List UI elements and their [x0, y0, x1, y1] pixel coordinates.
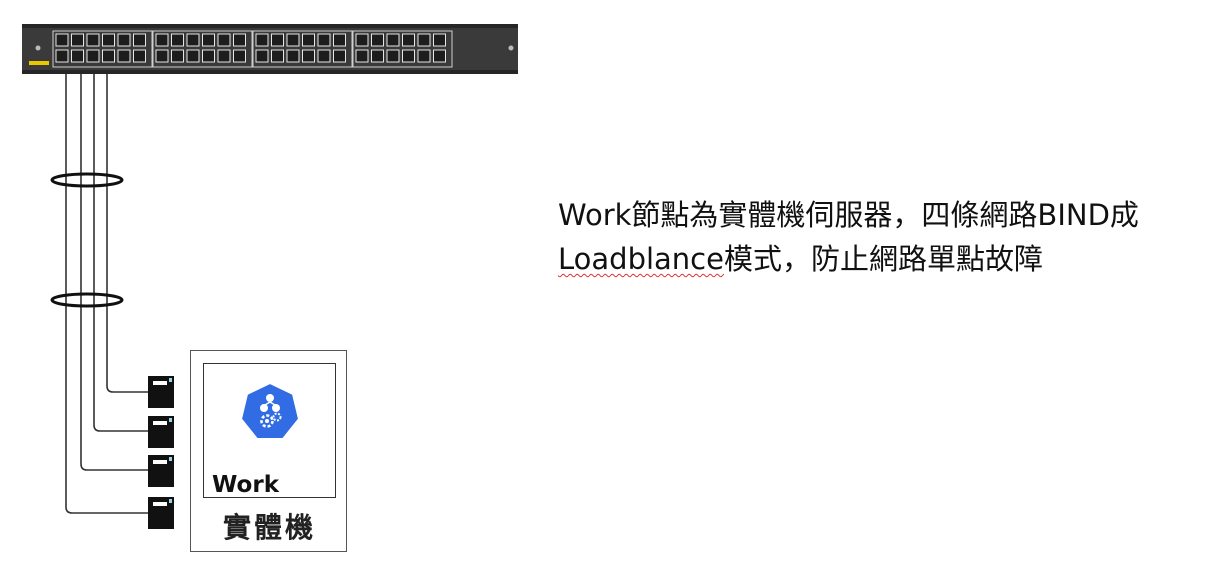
- switch-port: [55, 33, 69, 47]
- switch-port: [317, 33, 331, 47]
- switch-port: [286, 49, 300, 63]
- switch-port: [402, 49, 415, 63]
- switch-port: [171, 49, 184, 63]
- switch-port: [117, 49, 131, 63]
- ethernet-port-icon: [148, 416, 174, 448]
- worker-node-panel: Work: [203, 363, 336, 498]
- switch-port: [202, 49, 215, 63]
- switch-port: [371, 33, 384, 47]
- cable-1: [106, 74, 150, 393]
- ethernet-port-icon: [148, 497, 174, 529]
- ethernet-port-icon: [148, 376, 174, 408]
- node-role-label: Work: [212, 472, 279, 498]
- bond-ring-upper: [50, 172, 124, 188]
- mount-hole-left: [35, 45, 41, 51]
- switch-port: [333, 49, 346, 63]
- link-bond-ring-icon: [50, 172, 124, 308]
- switch-port: [186, 33, 200, 47]
- switch-port: [286, 33, 300, 47]
- switch-port: [233, 33, 246, 47]
- server-type-label: 實體機: [222, 511, 316, 544]
- switch-port: [86, 49, 100, 63]
- switch-port: [155, 49, 169, 63]
- switch-port: [271, 49, 284, 63]
- network-switch-icon: [22, 24, 518, 74]
- switch-port: [386, 33, 400, 47]
- physical-server-box: Work 實體機: [190, 350, 347, 552]
- switch-port: [355, 49, 369, 63]
- switch-port: [86, 33, 100, 47]
- switch-port: [155, 33, 169, 47]
- switch-port: [302, 49, 315, 63]
- cable-3: [80, 74, 150, 471]
- ethernet-port-icon: [148, 455, 174, 487]
- switch-port: [433, 49, 446, 63]
- cable-bundle: [65, 74, 150, 514]
- switch-port: [102, 49, 115, 63]
- switch-port: [202, 33, 215, 47]
- switch-port: [255, 49, 269, 63]
- switch-port: [355, 33, 369, 47]
- switch-port: [371, 49, 384, 63]
- description-line-2-rest: 模式，防止網路單點故障: [723, 242, 1043, 276]
- switch-port: [217, 49, 231, 63]
- port-group-frame: [252, 30, 353, 68]
- spellcheck-underlined-word: Loadblance: [558, 242, 724, 276]
- description-line-1: Work節點為實體機伺服器，四條網路BIND成: [558, 198, 1139, 232]
- switch-port: [402, 33, 415, 47]
- switch-port: [386, 49, 400, 63]
- switch-port: [133, 49, 146, 63]
- switch-port: [417, 49, 431, 63]
- server-nic-ports: [148, 376, 174, 529]
- switch-port: [333, 33, 346, 47]
- switch-port: [433, 33, 446, 47]
- switch-port-group: [52, 30, 453, 68]
- switch-port: [117, 33, 131, 47]
- switch-port: [255, 33, 269, 47]
- kubernetes-node-icon: [239, 381, 301, 440]
- mount-hole-right: [508, 45, 514, 51]
- switch-port: [271, 33, 284, 47]
- switch-port: [55, 49, 69, 63]
- bond-ring-lower: [50, 292, 124, 308]
- switch-port: [171, 33, 184, 47]
- cable-4: [65, 74, 150, 514]
- cable-2: [93, 74, 150, 432]
- switch-port: [302, 33, 315, 47]
- switch-port: [233, 49, 246, 63]
- switch-port: [317, 49, 331, 63]
- port-group-frame: [352, 30, 453, 68]
- switch-port: [71, 49, 84, 63]
- switch-port: [71, 33, 84, 47]
- description-text: Work節點為實體機伺服器，四條網路BIND成 Loadblance模式，防止網…: [558, 193, 1218, 281]
- switch-port: [417, 33, 431, 47]
- port-group-frame: [152, 30, 253, 68]
- description-line-2: Loadblance模式，防止網路單點故障: [558, 237, 1218, 281]
- status-led: [29, 61, 49, 65]
- switch-port: [217, 33, 231, 47]
- switch-port: [186, 49, 200, 63]
- switch-port: [133, 33, 146, 47]
- port-group-frame: [52, 30, 153, 68]
- switch-port: [102, 33, 115, 47]
